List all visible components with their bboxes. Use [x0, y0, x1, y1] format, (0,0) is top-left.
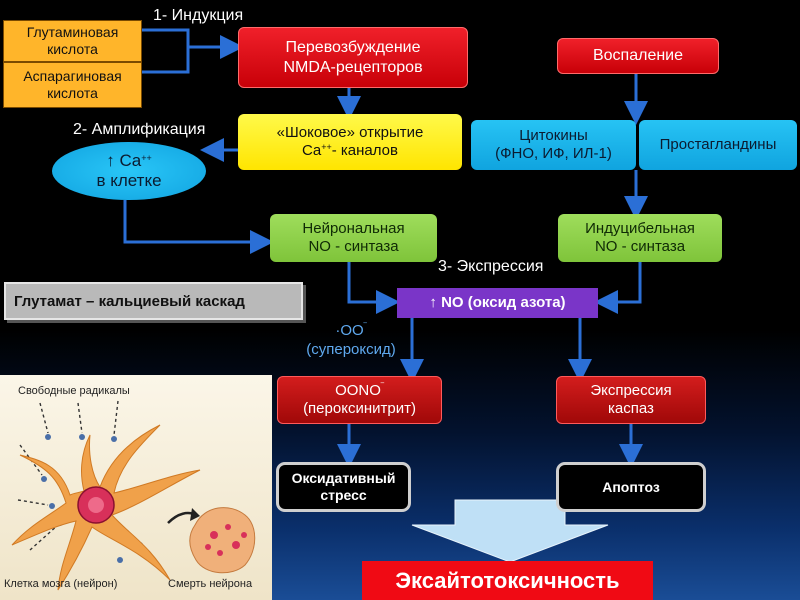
superoxide-label: ·OO‾ (супероксид) — [296, 322, 406, 360]
superoxide-line1: ·OO‾ — [335, 322, 367, 339]
calcium-ellipse: ↑ Ca++ в клетке — [52, 142, 206, 200]
shock-opening-box: «Шоковое» открытие Ca++- каналов — [238, 114, 462, 170]
neuron-drawing — [11, 400, 256, 591]
expression-label: 3- Экспрессия — [438, 258, 544, 275]
nmda-box: Перевозбуждение NMDA-рецепторов — [238, 27, 468, 88]
neuron-illustration: Свободные радикалы Клетка мозга (нейрон — [0, 375, 272, 600]
cytokines-box: Цитокины (ФНО, ИФ, ИЛ-1) — [471, 120, 636, 170]
nmda-line1: Перевозбуждение — [285, 39, 421, 57]
cascade-title-panel: Глутамат – кальциевый каскад — [4, 282, 303, 320]
shock-line1: «Шоковое» открытие — [276, 124, 424, 141]
oxidative-line1: Оксидативный — [291, 470, 396, 487]
nitric-oxide-box: ↑ NO (оксид азота) — [397, 288, 598, 318]
caspase-line1: Экспрессия — [590, 382, 672, 399]
caspase-line2: каспаз — [608, 400, 654, 417]
cytokines-line1: Цитокины — [519, 127, 588, 144]
inflammation-box: Воспаление — [557, 38, 719, 74]
peroxy-line1: OONO‾ — [335, 382, 384, 399]
aspartic-acid-box: Аспарагиновая кислота — [3, 62, 142, 108]
cascade-title: Глутамат – кальциевый каскад — [14, 292, 245, 310]
shock-line2: Ca++- каналов — [302, 142, 398, 159]
apoptosis-box: Апоптоз — [556, 462, 706, 512]
ca-line1: ↑ Ca++ — [106, 150, 152, 170]
induction-label: 1- Индукция — [153, 7, 244, 24]
ca-line2: в клетке — [96, 171, 162, 190]
nmda-line2: NMDA-рецепторов — [283, 58, 423, 76]
neuronal-line2: NO - синтаза — [308, 238, 399, 255]
amplification-label: 2- Амплификация — [73, 121, 206, 138]
free-radicals-caption: Свободные радикалы — [18, 385, 130, 397]
oxidative-stress-box: Оксидативный стресс — [276, 462, 411, 512]
excitotoxicity-banner: Эксайтотоксичность — [362, 561, 653, 600]
peroxy-line2: (пероксинитрит) — [303, 400, 416, 417]
cytokines-line2: (ФНО, ИФ, ИЛ-1) — [495, 145, 612, 162]
brain-cell-caption: Клетка мозга (нейрон) — [4, 578, 118, 590]
prostaglandins-box: Простагландины — [639, 120, 797, 170]
caspase-expression-box: Экспрессия каспаз — [556, 376, 706, 424]
peroxynitrite-box: OONO‾ (пероксинитрит) — [277, 376, 442, 424]
neuron-death-caption: Смерть нейрона — [168, 578, 253, 590]
neuronal-no-synthase-box: Нейрональная NO - синтаза — [270, 214, 437, 262]
neuronal-line1: Нейрональная — [302, 220, 405, 237]
inducible-line2: NO - синтаза — [594, 238, 686, 255]
superoxide-line2: (супероксид) — [306, 340, 396, 358]
oxidative-line2: стресс — [320, 487, 367, 503]
inducible-no-synthase-box: Индуцибельная NO - синтаза — [558, 214, 722, 262]
glutamic-acid-box: Глутаминовая кислота — [3, 20, 142, 62]
inducible-line1: Индуцибельная — [585, 220, 695, 237]
